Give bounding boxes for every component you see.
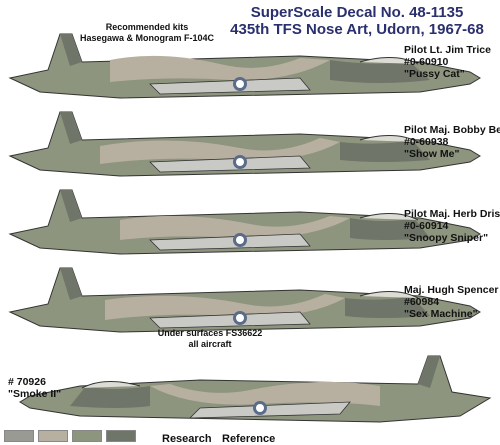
- aircraft-profile-3: USAF 0-60914: [8, 189, 481, 255]
- serial-4: #60984: [404, 296, 440, 308]
- tail-usaf-1: USAF: [16, 51, 36, 58]
- serial-3: #0-60914: [404, 220, 449, 232]
- recommended-kits-models: Hasegawa & Monogram F-104C: [79, 33, 215, 43]
- underside-scope: all aircraft: [188, 339, 232, 349]
- tail-number-4: 0-60984: [12, 293, 38, 300]
- aircraft-profile-1: USAF 0-60910: [8, 33, 481, 99]
- aircraft-profile-5: USAF 70926: [19, 355, 492, 423]
- pilot-label-4: Maj. Hugh Spencer #60984 "Sex Machine": [404, 284, 499, 320]
- underside-note: Under surfaces FS36622 all aircraft: [150, 328, 270, 350]
- tail-usaf-5: USAF: [454, 369, 474, 376]
- nose-art-name-1: "Pussy Cat": [404, 68, 465, 80]
- aircraft-profile-4: USAF 0-60984: [8, 267, 481, 333]
- nose-art-name-3: "Snoopy Sniper": [404, 232, 489, 244]
- pilot-label-2: Pilot Maj. Bobby Bedsv #0-60938 "Show Me…: [404, 124, 500, 160]
- aircraft-profile-2: USAF 0-60938: [8, 111, 481, 177]
- fuselage-3: [8, 189, 481, 255]
- fuselage-4: [8, 267, 481, 333]
- color-chip: [4, 430, 34, 442]
- tail-number-3: 0-60914: [12, 215, 38, 222]
- pilot-name-2: Pilot Maj. Bobby Bedsv: [404, 124, 500, 136]
- tail-usaf-2: USAF: [16, 129, 36, 136]
- color-chip-strip: [0, 428, 500, 445]
- serial-1: #0-60910: [404, 56, 449, 68]
- recommended-kits-heading: Recommended kits: [105, 22, 189, 32]
- decal-title-block: SuperScale Decal No. 48-1135 435th TFS N…: [222, 4, 492, 38]
- tail-usaf-3: USAF: [16, 207, 36, 214]
- underside-color: Under surfaces FS36622: [157, 328, 263, 338]
- footer-research: Research: [162, 433, 212, 445]
- pilot-name-1: Pilot Lt. Jim Trice: [404, 44, 491, 56]
- nose-art-name-5: "Smoke II": [8, 388, 62, 400]
- pilot-name-3: Pilot Maj. Herb Drisco: [404, 208, 500, 220]
- tail-number-1: 0-60910: [12, 59, 38, 66]
- fuselage-1: [8, 33, 481, 99]
- fuselage-5: [19, 355, 492, 423]
- pilot-label-5: # 70926 "Smoke II": [8, 376, 61, 400]
- decal-subtitle: 435th TFS Nose Art, Udorn, 1967-68: [230, 21, 484, 38]
- tail-number-5: 70926: [452, 377, 472, 384]
- tail-usaf-4: USAF: [16, 285, 36, 292]
- serial-2: #0-60938: [404, 136, 449, 148]
- pilot-name-4: Maj. Hugh Spencer: [404, 284, 499, 296]
- serial-5: # 70926: [8, 376, 46, 388]
- color-chip: [38, 430, 68, 442]
- tail-number-2: 0-60938: [12, 137, 38, 144]
- pilot-label-3: Pilot Maj. Herb Drisco #0-60914 "Snoopy …: [404, 208, 500, 244]
- nose-art-name-4: "Sex Machine": [404, 308, 478, 320]
- fuselage-2: [8, 111, 481, 177]
- recommended-kits: Recommended kits Hasegawa & Monogram F-1…: [72, 22, 222, 44]
- color-chip: [72, 430, 102, 442]
- nose-art-name-2: "Show Me": [404, 148, 460, 160]
- pilot-label-1: Pilot Lt. Jim Trice #0-60910 "Pussy Cat": [404, 44, 491, 80]
- color-chip: [106, 430, 136, 442]
- decal-title: SuperScale Decal No. 48-1135: [250, 4, 464, 21]
- footer-reference: Reference: [222, 433, 276, 445]
